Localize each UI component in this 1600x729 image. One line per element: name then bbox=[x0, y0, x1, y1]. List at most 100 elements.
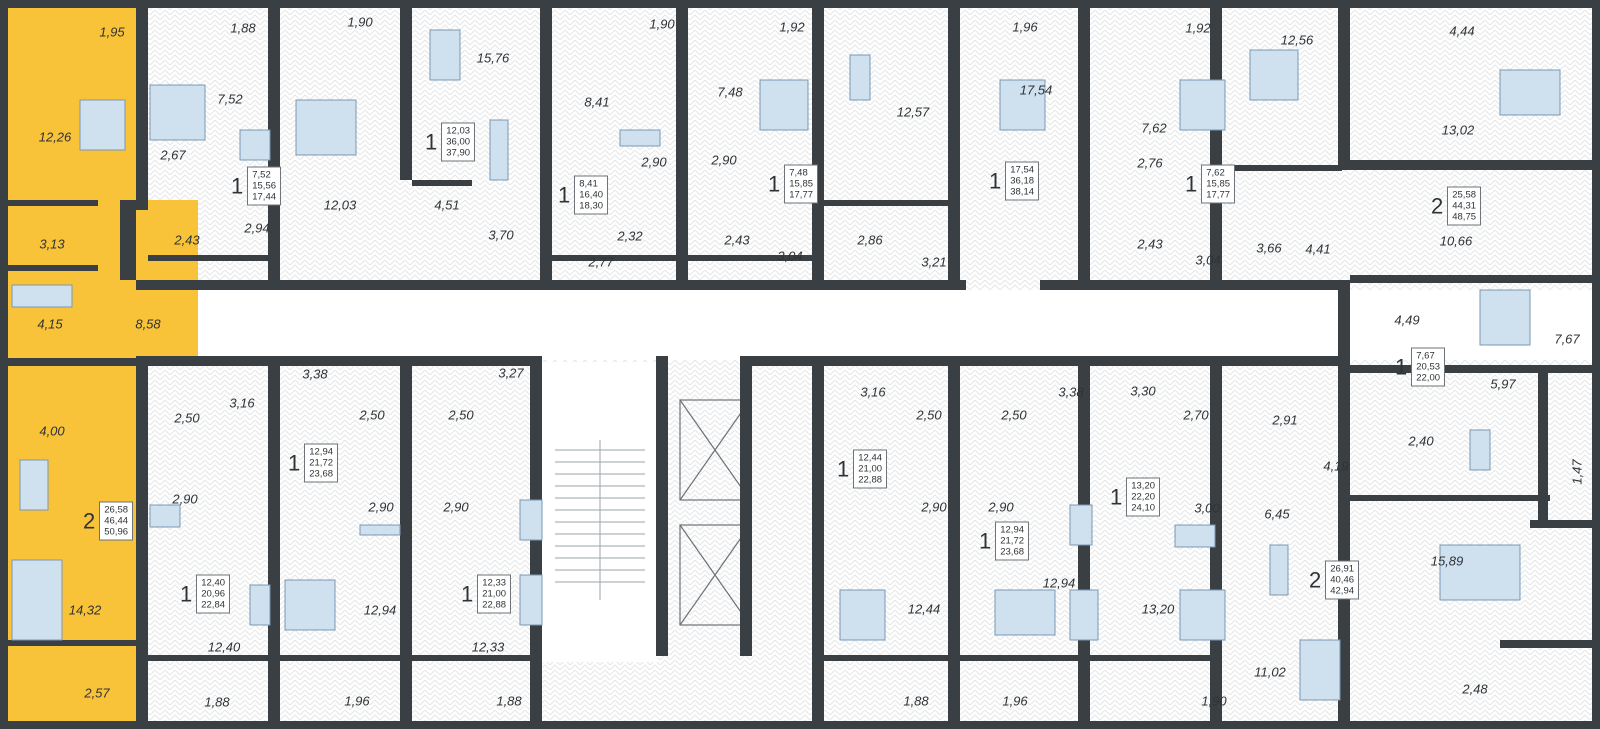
apartment-areas: 26,58 46,44 50,96 bbox=[99, 501, 134, 541]
room-area: 1,90 bbox=[649, 16, 675, 32]
apartment-areas: 12,33 21,00 22,88 bbox=[477, 574, 512, 614]
apartment-badge[interactable]: 1 12,40 20,96 22,84 bbox=[180, 574, 231, 614]
total-area: 15,56 bbox=[252, 180, 277, 192]
total-area: 20,96 bbox=[201, 588, 226, 600]
room-area: 4,51 bbox=[434, 197, 460, 213]
apartment-badge[interactable]: 1 7,48 15,85 17,77 bbox=[768, 164, 819, 204]
room-area: 4,00 bbox=[39, 423, 65, 439]
room-area: 1,88 bbox=[903, 693, 929, 709]
total-area-with-balcony: 37,90 bbox=[446, 147, 471, 159]
room-area: 5,97 bbox=[1490, 376, 1516, 392]
room-area: 11,02 bbox=[1254, 664, 1286, 680]
furniture bbox=[11, 29, 1561, 701]
room-area: 3,66 bbox=[1256, 240, 1282, 256]
room-area: 2,90 bbox=[921, 499, 947, 515]
apartment-badge[interactable]: 1 12,94 21,72 23,68 bbox=[287, 443, 339, 483]
room-area: 3,38 bbox=[302, 366, 328, 382]
room-count: 1 bbox=[1394, 354, 1408, 379]
apartment-areas: 8,41 16,40 18,30 bbox=[574, 175, 609, 215]
room-area: 1,96 bbox=[344, 693, 370, 709]
total-area: 21,00 bbox=[858, 463, 883, 475]
apartment-badge[interactable]: 1 8,41 16,40 18,30 bbox=[558, 175, 609, 215]
room-count: 1 bbox=[287, 450, 301, 475]
room-area: 2,76 bbox=[1137, 155, 1163, 171]
room-area: 2,90 bbox=[172, 491, 198, 507]
room-area: 2,90 bbox=[988, 499, 1014, 515]
room-area: 2,67 bbox=[160, 147, 186, 163]
apartment-badge[interactable]: 1 12,03 36,00 37,90 bbox=[425, 122, 476, 162]
room-area: 14,32 bbox=[68, 602, 102, 618]
room-count: 1 bbox=[1184, 171, 1198, 196]
total-area-with-balcony: 17,44 bbox=[252, 191, 277, 203]
stair-core bbox=[540, 362, 658, 662]
room-area: 1,47 bbox=[1569, 459, 1585, 485]
room-area: 2,86 bbox=[857, 232, 883, 248]
total-area: 21,00 bbox=[482, 588, 507, 600]
apartment-areas: 12,94 21,72 23,68 bbox=[995, 521, 1030, 561]
living-area: 7,48 bbox=[789, 167, 808, 179]
room-area: 2,90 bbox=[641, 154, 667, 170]
apartment-badge[interactable]: 1 12,94 21,72 23,68 bbox=[979, 521, 1030, 561]
corridor bbox=[198, 290, 1338, 360]
total-area-with-balcony: 38,14 bbox=[1010, 186, 1035, 198]
total-area: 36,18 bbox=[1010, 175, 1035, 187]
apartment-areas: 12,03 36,00 37,90 bbox=[441, 122, 476, 162]
room-area: 3,16 bbox=[229, 395, 255, 411]
room-area: 12,33 bbox=[471, 639, 505, 655]
total-area: 36,00 bbox=[446, 136, 471, 148]
apartment-badge[interactable]: 2 26,91 40,46 42,94 bbox=[1308, 560, 1360, 600]
room-area: 7,48 bbox=[717, 84, 743, 100]
room-area: 2,48 bbox=[1462, 681, 1488, 697]
apartment-areas: 7,67 20,53 22,00 bbox=[1411, 347, 1446, 387]
apartment-badge[interactable]: 2 26,58 46,44 50,96 bbox=[83, 501, 134, 541]
total-area: 21,72 bbox=[309, 457, 334, 469]
living-area: 26,58 bbox=[104, 504, 129, 516]
apartment-badge[interactable]: 1 12,33 21,00 22,88 bbox=[460, 574, 512, 614]
room-area: 2,57 bbox=[84, 685, 110, 701]
living-area: 13,20 bbox=[1131, 480, 1156, 492]
room-area: 2,90 bbox=[443, 499, 469, 515]
apartment-badge[interactable]: 1 12,44 21,00 22,88 bbox=[837, 449, 888, 489]
room-count: 1 bbox=[988, 168, 1002, 193]
room-area: 8,41 bbox=[584, 94, 610, 110]
total-area-with-balcony: 23,68 bbox=[309, 468, 334, 480]
total-area-with-balcony: 17,77 bbox=[789, 189, 814, 201]
room-area: 4,41 bbox=[1305, 241, 1331, 257]
room-area: 7,67 bbox=[1554, 331, 1580, 347]
room-area: 17,54 bbox=[1019, 82, 1053, 98]
apartment-badge[interactable]: 1 17,54 36,18 38,14 bbox=[988, 161, 1040, 201]
room-count: 1 bbox=[460, 581, 474, 606]
apartment-badge[interactable]: 1 13,20 22,20 24,10 bbox=[1110, 477, 1161, 517]
apartment-badge[interactable]: 1 7,62 15,85 17,77 bbox=[1184, 164, 1236, 204]
room-area: 12,40 bbox=[207, 639, 241, 655]
living-area: 17,54 bbox=[1010, 164, 1035, 176]
room-area: 3,04 bbox=[777, 248, 803, 264]
total-area: 15,85 bbox=[1206, 178, 1231, 190]
apartment-badge[interactable]: 1 7,52 15,56 17,44 bbox=[231, 166, 282, 206]
apartment-areas: 12,44 21,00 22,88 bbox=[853, 449, 888, 489]
room-area: 2,50 bbox=[916, 407, 942, 423]
total-area: 46,44 bbox=[104, 515, 129, 527]
room-area: 2,50 bbox=[1001, 407, 1027, 423]
total-area: 16,40 bbox=[579, 189, 604, 201]
room-count: 2 bbox=[1308, 567, 1322, 592]
apartment-badge[interactable]: 2 25,58 44,31 48,75 bbox=[1431, 186, 1482, 226]
total-area: 40,46 bbox=[1330, 574, 1355, 586]
apartment-areas: 12,40 20,96 22,84 bbox=[196, 574, 231, 614]
room-area: 3,00 bbox=[1194, 500, 1220, 516]
living-area: 12,94 bbox=[1000, 524, 1025, 536]
room-area: 1,90 bbox=[347, 14, 373, 30]
living-area: 26,91 bbox=[1330, 563, 1355, 575]
room-area: 12,26 bbox=[38, 129, 72, 145]
highlighted-corridor-nook bbox=[136, 200, 198, 358]
room-area: 2,50 bbox=[359, 407, 385, 423]
room-area: 6,45 bbox=[1264, 506, 1290, 522]
total-area-with-balcony: 18,30 bbox=[579, 200, 604, 212]
apartment-badge[interactable]: 1 7,67 20,53 22,00 bbox=[1394, 347, 1446, 387]
total-area: 15,85 bbox=[789, 178, 814, 190]
room-area: 2,90 bbox=[711, 152, 737, 168]
room-area: 4,15 bbox=[37, 316, 63, 332]
total-area-with-balcony: 50,96 bbox=[104, 526, 129, 538]
